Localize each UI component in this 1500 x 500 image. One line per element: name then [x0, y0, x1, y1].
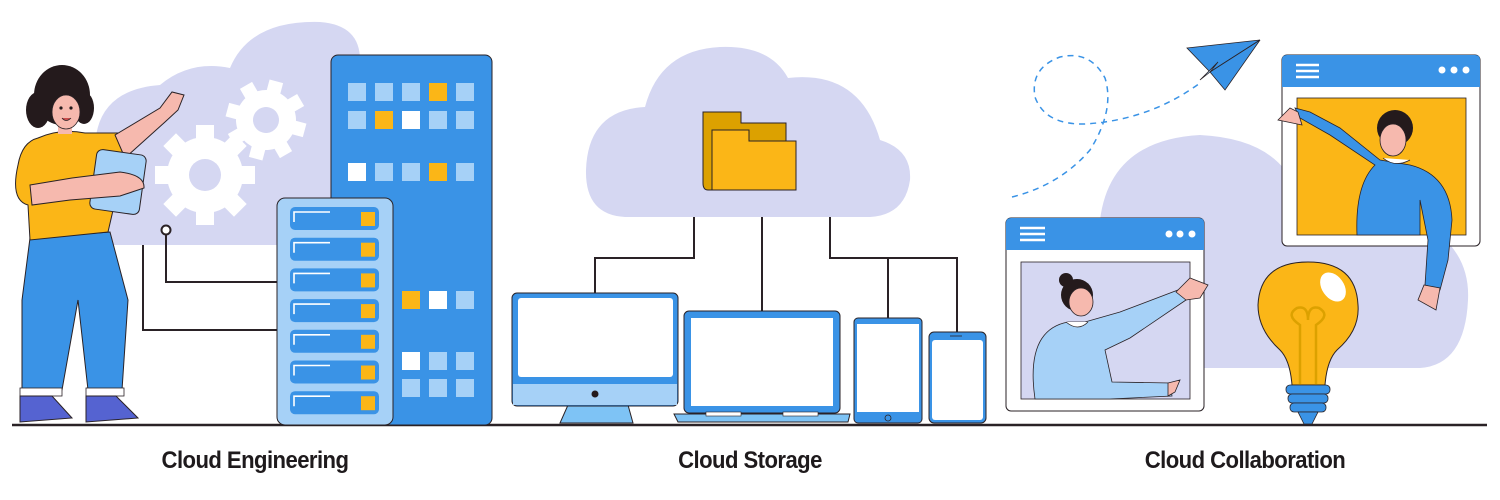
lightbulb-icon	[1257, 261, 1359, 425]
tower-indicator-light	[456, 291, 474, 309]
video-call-window-right	[1277, 54, 1481, 311]
tower-indicator-light	[402, 291, 420, 309]
tower-indicator-light	[402, 163, 420, 181]
menu-icon[interactable]	[1296, 63, 1319, 79]
tower-indicator-light	[402, 379, 420, 397]
tower-indicator-light	[348, 83, 366, 101]
caption-cloud-engineering: Cloud Engineering	[161, 447, 349, 474]
tower-indicator-light	[429, 163, 447, 181]
smartphone-icon	[928, 331, 987, 424]
tower-indicator-light	[375, 163, 393, 181]
connector-node	[160, 224, 172, 236]
server-rack-icon	[276, 197, 394, 426]
cloud-collaboration-scene	[1005, 39, 1481, 425]
tower-indicator-light	[456, 379, 474, 397]
rack-unit-mark	[293, 364, 330, 376]
tablet-icon	[853, 317, 923, 424]
rack-unit-led	[361, 212, 375, 226]
rack-unit-led	[361, 242, 375, 257]
tower-indicator-light	[429, 379, 447, 397]
cloud-storage-scene	[511, 46, 987, 424]
paper-plane-icon	[1186, 39, 1261, 91]
tower-indicator-light	[456, 163, 474, 181]
tower-indicator-light	[429, 352, 447, 370]
rack-unit-mark	[293, 241, 330, 253]
more-dots-icon[interactable]	[1165, 230, 1196, 238]
rack-unit-led	[361, 396, 375, 411]
tower-indicator-light	[429, 111, 447, 129]
tower-indicator-light	[348, 163, 366, 181]
tower-indicator-light	[375, 83, 393, 101]
tower-indicator-light	[402, 352, 420, 370]
caption-cloud-storage: Cloud Storage	[678, 447, 822, 474]
tower-indicator-light	[348, 111, 366, 129]
flight-path	[1011, 54, 1201, 198]
rack-unit-led	[361, 273, 375, 288]
connector-lines	[142, 235, 278, 331]
tower-indicator-light	[375, 111, 393, 129]
engineering-cloud	[95, 21, 360, 246]
video-call-window-left	[1005, 217, 1209, 412]
monitor-icon	[511, 292, 679, 424]
tower-indicator-light	[429, 291, 447, 309]
tower-indicator-light	[456, 111, 474, 129]
rack-unit-mark	[293, 272, 330, 284]
tower-indicator-light	[456, 352, 474, 370]
rack-unit-mark	[293, 395, 330, 407]
rack-unit-mark	[293, 334, 330, 345]
engineer-person	[15, 65, 185, 423]
tower-indicator-light	[456, 83, 474, 101]
tower-indicator-light	[402, 83, 420, 101]
cloud-engineering-scene	[15, 21, 493, 426]
rack-unit-mark	[293, 211, 330, 222]
more-dots-icon[interactable]	[1438, 66, 1470, 74]
rack-unit-led	[361, 365, 375, 380]
rack-unit-mark	[293, 303, 330, 315]
gear-icon	[155, 125, 255, 225]
menu-icon[interactable]	[1020, 226, 1045, 242]
rack-unit-led	[361, 304, 375, 319]
server-tower	[330, 54, 493, 426]
folder-icon	[702, 111, 797, 191]
rack-unit-led	[361, 334, 375, 349]
tower-indicator-light	[402, 111, 420, 129]
tower-indicator-light	[429, 83, 447, 101]
storage-connectors	[594, 217, 958, 333]
caption-cloud-collaboration: Cloud Collaboration	[1144, 447, 1346, 474]
gear-icon	[225, 79, 307, 161]
laptop-icon	[673, 310, 851, 423]
